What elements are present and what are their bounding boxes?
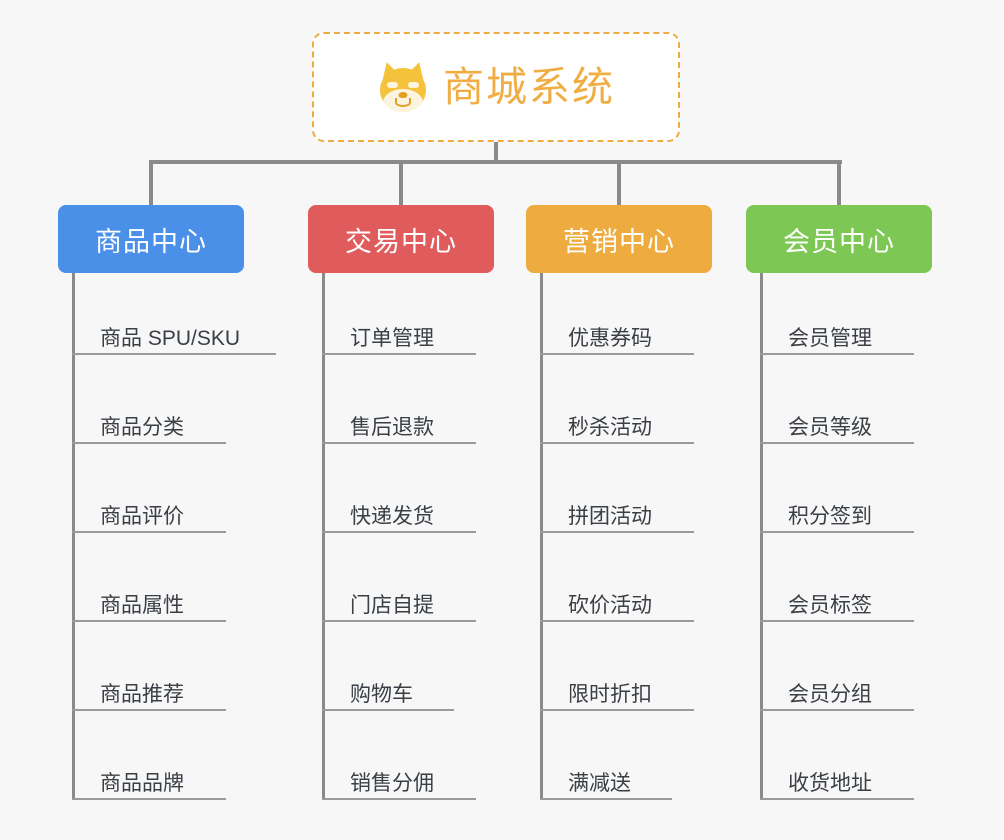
leaf-item-label: 购物车	[350, 683, 413, 706]
list-item[interactable]: 限时折扣	[540, 684, 694, 711]
category-box-0[interactable]: 商品中心	[58, 205, 244, 273]
leaf-item-label: 收货地址	[788, 772, 872, 795]
connector-drop-1	[399, 160, 403, 206]
list-item[interactable]: 商品评价	[72, 506, 226, 533]
leaf-item-label: 订单管理	[350, 327, 434, 350]
list-item[interactable]: 会员分组	[760, 684, 914, 711]
list-item[interactable]: 门店自提	[322, 595, 476, 622]
list-item[interactable]: 销售分佣	[322, 773, 476, 800]
leaf-item-label: 售后退款	[350, 416, 434, 439]
list-item[interactable]: 会员等级	[760, 417, 914, 444]
leaf-item-label: 满减送	[568, 772, 631, 795]
leaf-item-label: 商品品牌	[100, 772, 184, 795]
category-label: 会员中心	[783, 226, 895, 257]
leaf-item-label: 会员标签	[788, 594, 872, 617]
leaf-item-label: 门店自提	[350, 594, 434, 617]
list-item[interactable]: 收货地址	[760, 773, 914, 800]
list-item[interactable]: 商品品牌	[72, 773, 226, 800]
list-item[interactable]: 订单管理	[322, 328, 476, 355]
leaf-item-label: 会员分组	[788, 683, 872, 706]
list-item[interactable]: 秒杀活动	[540, 417, 694, 444]
connector-root-stem	[494, 142, 498, 164]
column-spine	[760, 273, 763, 798]
list-item[interactable]: 商品 SPU/SKU	[72, 328, 276, 355]
leaf-item-label: 优惠券码	[568, 327, 652, 350]
leaf-item-label: 限时折扣	[568, 683, 652, 706]
list-item[interactable]: 商品分类	[72, 417, 226, 444]
leaf-item-label: 积分签到	[788, 505, 872, 528]
category-box-1[interactable]: 交易中心	[308, 205, 494, 273]
leaf-item-label: 商品 SPU/SKU	[100, 327, 241, 350]
list-item[interactable]: 积分签到	[760, 506, 914, 533]
list-item[interactable]: 会员管理	[760, 328, 914, 355]
leaf-item-label: 会员等级	[788, 416, 872, 439]
leaf-item-label: 商品分类	[100, 416, 184, 439]
category-label: 交易中心	[345, 226, 457, 257]
list-item[interactable]: 会员标签	[760, 595, 914, 622]
shiba-dog-icon	[377, 59, 429, 112]
leaf-item-label: 会员管理	[788, 327, 872, 350]
root-title: 商城系统	[443, 63, 615, 110]
column-spine	[540, 273, 543, 798]
leaf-item-label: 商品推荐	[100, 683, 184, 706]
list-item[interactable]: 购物车	[322, 684, 454, 711]
list-item[interactable]: 满减送	[540, 773, 672, 800]
column-spine	[72, 273, 75, 798]
leaf-item-label: 快递发货	[350, 505, 434, 528]
connector-drop-0	[149, 160, 153, 206]
list-item[interactable]: 商品属性	[72, 595, 226, 622]
list-item[interactable]: 售后退款	[322, 417, 476, 444]
connector-drop-2	[617, 160, 621, 206]
list-item[interactable]: 砍价活动	[540, 595, 694, 622]
root-node[interactable]: 商城系统	[312, 32, 680, 142]
leaf-item-label: 销售分佣	[350, 772, 434, 795]
category-label: 营销中心	[563, 226, 675, 257]
leaf-item-label: 秒杀活动	[568, 416, 652, 439]
list-item[interactable]: 拼团活动	[540, 506, 694, 533]
list-item[interactable]: 商品推荐	[72, 684, 226, 711]
list-item[interactable]: 优惠券码	[540, 328, 694, 355]
leaf-item-label: 砍价活动	[568, 594, 652, 617]
connector-horizontal-bar	[150, 160, 842, 164]
column-spine	[322, 273, 325, 798]
leaf-item-label: 拼团活动	[568, 505, 652, 528]
category-box-3[interactable]: 会员中心	[746, 205, 932, 273]
list-item[interactable]: 快递发货	[322, 506, 476, 533]
leaf-item-label: 商品评价	[100, 505, 184, 528]
connector-drop-3	[837, 160, 841, 206]
leaf-item-label: 商品属性	[100, 594, 184, 617]
category-label: 商品中心	[95, 226, 207, 257]
category-box-2[interactable]: 营销中心	[526, 205, 712, 273]
